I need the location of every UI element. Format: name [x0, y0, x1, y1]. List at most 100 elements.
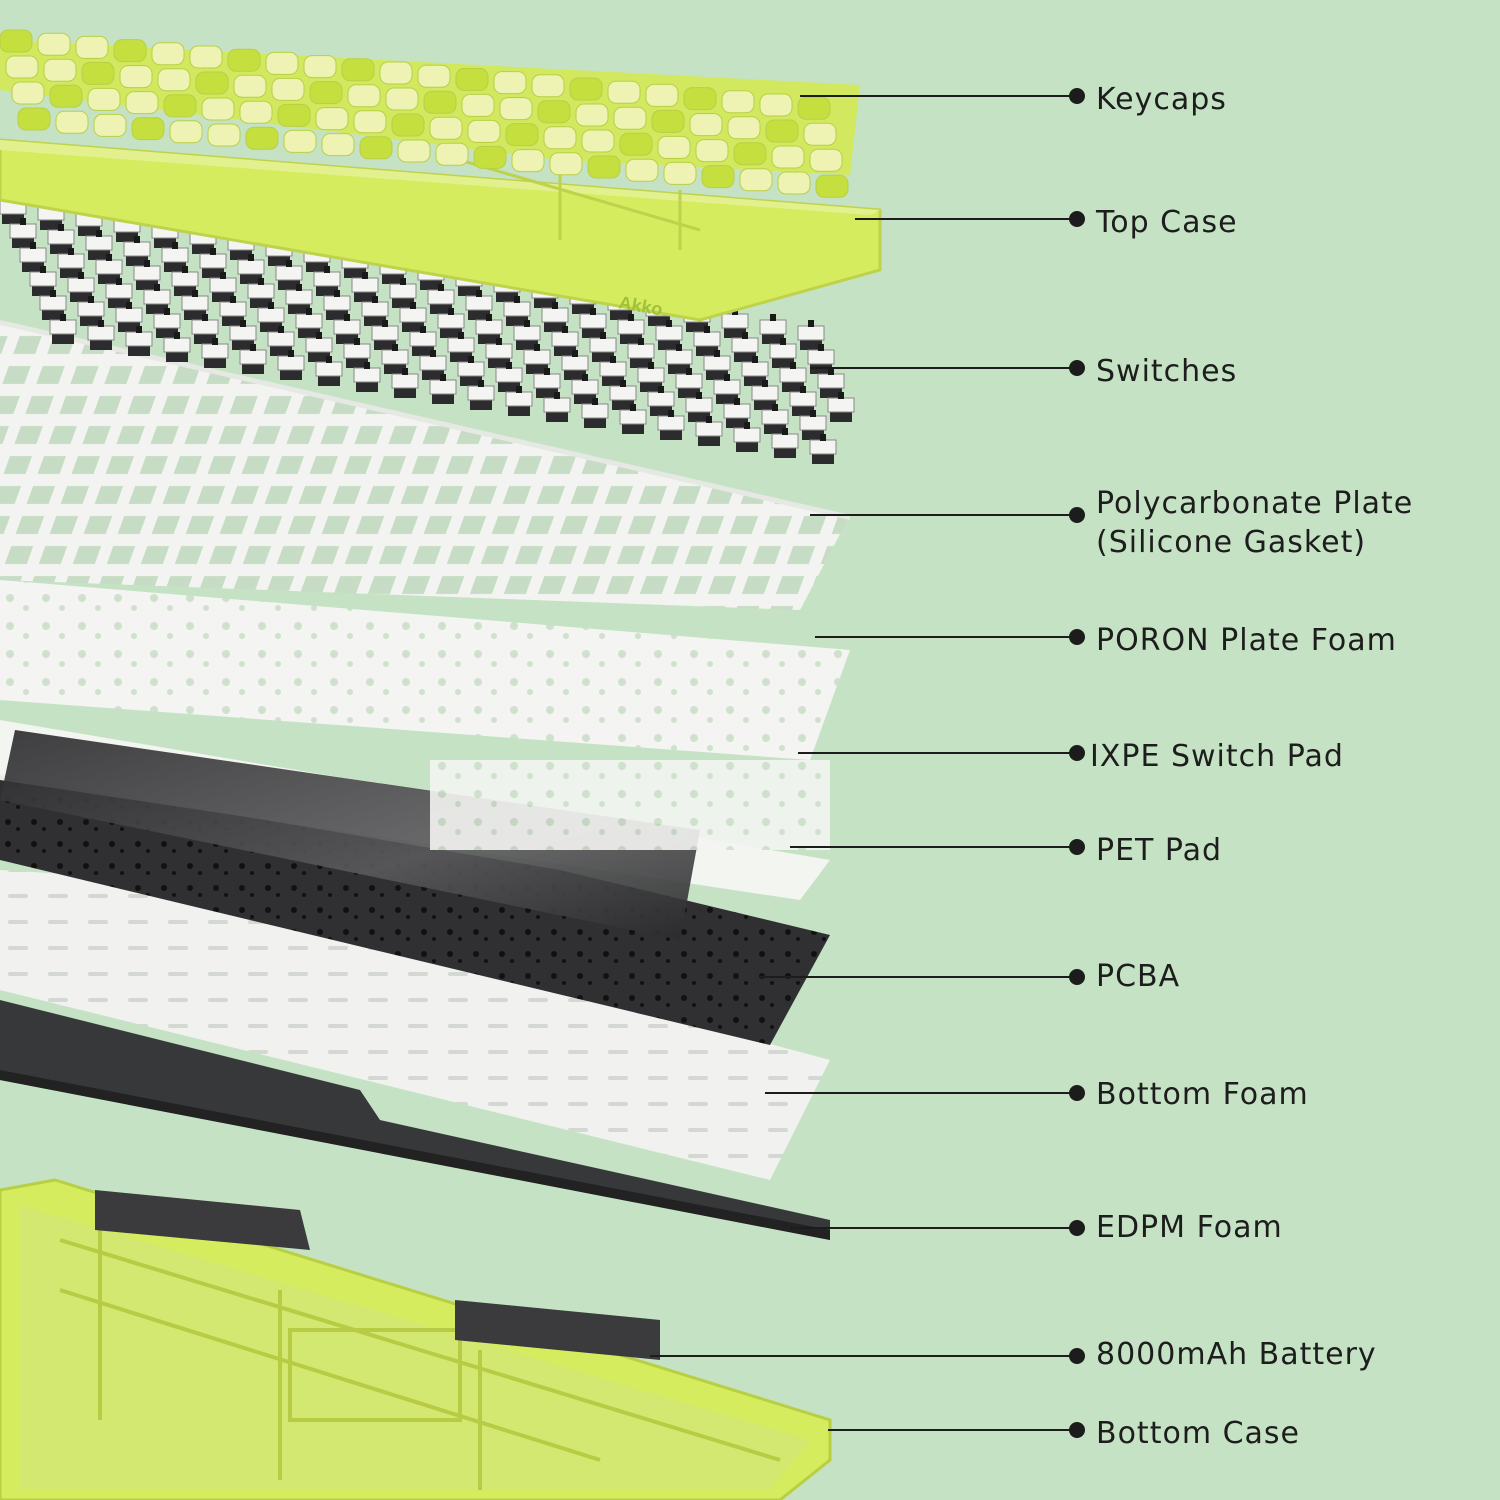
keycap	[569, 77, 603, 101]
label-battery: 8000mAh Battery	[1096, 1337, 1377, 1372]
switch	[579, 308, 607, 338]
switch	[209, 272, 237, 302]
switch	[475, 314, 503, 344]
label-bottom-case: Bottom Case	[1096, 1416, 1300, 1451]
switch	[201, 338, 229, 368]
keycap	[245, 126, 279, 150]
switch	[133, 260, 161, 290]
keycap	[87, 87, 121, 111]
keycap	[113, 39, 147, 63]
label-ixpe-switch-pad: IXPE Switch Pad	[1090, 739, 1344, 774]
switch	[153, 308, 181, 338]
keycap	[423, 90, 457, 114]
switch	[541, 302, 569, 332]
switch	[361, 296, 389, 326]
keycap	[49, 84, 83, 108]
switch	[371, 320, 399, 350]
switch	[343, 338, 371, 368]
switch	[485, 338, 513, 368]
switch	[315, 356, 343, 386]
keycap	[499, 97, 533, 121]
keycap	[505, 123, 539, 147]
switch	[105, 278, 133, 308]
keycap	[727, 116, 761, 140]
switch	[759, 314, 787, 344]
switch	[503, 296, 531, 326]
switch	[85, 230, 113, 260]
switch	[419, 350, 447, 380]
switch	[589, 332, 617, 362]
keycap	[435, 142, 469, 166]
switch	[769, 338, 797, 368]
switch	[87, 320, 115, 350]
label-top-case: Top Case	[1096, 205, 1238, 240]
switch	[467, 380, 495, 410]
switch	[67, 272, 95, 302]
keycap	[695, 139, 729, 163]
switch	[655, 320, 683, 350]
keycap	[277, 103, 311, 127]
battery-part	[95, 1190, 660, 1360]
switch	[685, 392, 713, 422]
switch	[267, 326, 295, 356]
keycap	[429, 116, 463, 140]
switch	[761, 404, 789, 434]
switch	[161, 242, 189, 272]
label-keycaps: Keycaps	[1096, 82, 1227, 117]
keycap	[207, 123, 241, 147]
keycap	[265, 51, 299, 75]
switch	[49, 314, 77, 344]
switch	[237, 254, 265, 284]
switch	[827, 392, 855, 422]
switch	[457, 356, 485, 386]
keycap	[169, 120, 203, 144]
keycap	[271, 77, 305, 101]
keycap	[797, 96, 831, 120]
keycap	[321, 133, 355, 157]
switch	[219, 296, 247, 326]
keycap	[771, 145, 805, 169]
switch	[9, 218, 37, 248]
label-bottom-foam: Bottom Foam	[1096, 1077, 1309, 1112]
switch	[247, 278, 275, 308]
switch	[77, 296, 105, 326]
keycap	[201, 97, 235, 121]
keycap	[663, 161, 697, 185]
keycap	[721, 90, 755, 114]
keycap	[341, 58, 375, 82]
keycap	[581, 129, 615, 153]
keycap	[683, 87, 717, 111]
keycap	[93, 113, 127, 137]
switch	[513, 320, 541, 350]
switch	[47, 224, 75, 254]
switch	[609, 380, 637, 410]
switch	[733, 422, 761, 452]
keycap	[689, 113, 723, 137]
ixpe-pad-part	[0, 730, 830, 940]
keycap	[391, 113, 425, 137]
keycap	[543, 126, 577, 150]
keycap	[0, 29, 33, 53]
keycap	[701, 165, 735, 189]
keycap	[81, 61, 115, 85]
switch	[779, 362, 807, 392]
switch	[239, 344, 267, 374]
switch	[285, 284, 313, 314]
switch	[799, 410, 827, 440]
switch	[123, 236, 151, 266]
switch	[703, 350, 731, 380]
polycarbonate-plate-part	[0, 320, 850, 610]
switch	[295, 308, 323, 338]
switch	[229, 320, 257, 350]
switch	[523, 344, 551, 374]
switch	[199, 248, 227, 278]
switch	[637, 362, 665, 392]
leader-dots	[1069, 88, 1085, 1438]
keycap	[625, 158, 659, 182]
keycap	[347, 84, 381, 108]
switch	[333, 314, 361, 344]
keycap	[359, 136, 393, 160]
keycap	[733, 142, 767, 166]
switch	[275, 260, 303, 290]
switch	[57, 248, 85, 278]
